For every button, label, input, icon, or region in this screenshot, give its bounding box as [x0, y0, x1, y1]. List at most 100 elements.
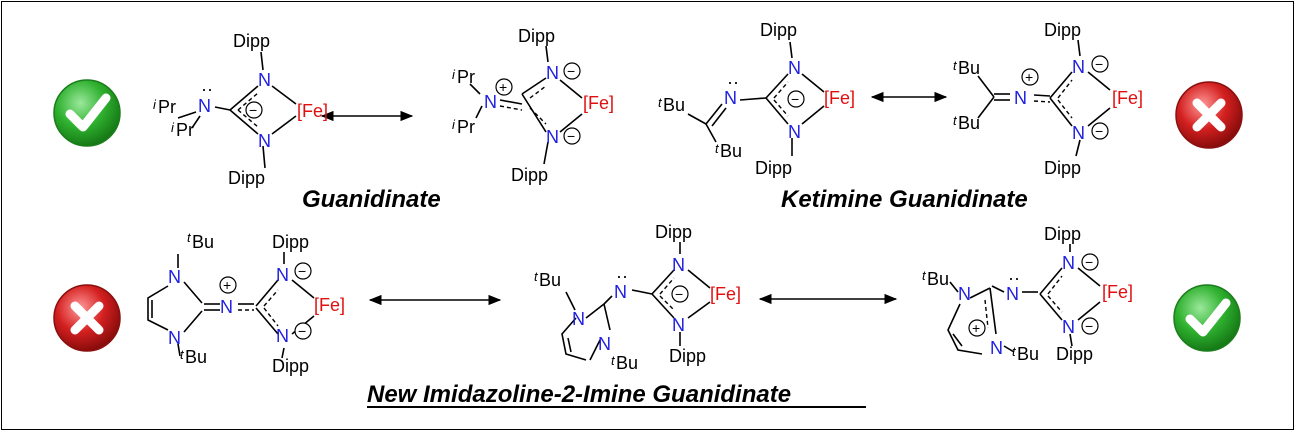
lone-pair: ·· [201, 79, 213, 99]
tert-prefix: t [180, 347, 185, 362]
positive-charge: + [972, 320, 980, 336]
nitrogen-atom: N [958, 284, 971, 304]
tert-prefix: t [187, 230, 192, 245]
cross-icon [1175, 81, 1243, 149]
dipp-label: Dipp [233, 31, 270, 51]
dipp-label: Dipp [511, 165, 548, 185]
iron-label: [Fe] [710, 284, 741, 304]
iron-label: [Fe] [297, 101, 328, 121]
negative-charge: − [1095, 123, 1103, 139]
nitrogen-atom: N [546, 63, 559, 83]
tert-prefix: t [922, 268, 927, 283]
dipp-label: Dipp [1056, 344, 1093, 364]
tert-prefix: t [953, 113, 958, 128]
positive-charge: + [223, 277, 231, 293]
iron-label: [Fe] [1112, 88, 1143, 108]
positive-charge: + [499, 79, 507, 95]
nitrogen-atom: N [990, 338, 1003, 358]
nitrogen-atom: N [168, 328, 181, 348]
dipp-label: Dipp [1044, 224, 1081, 244]
dipp-label: Dipp [272, 356, 309, 376]
nitrogen-atom: N [1006, 284, 1019, 304]
iso-prefix: i [452, 67, 456, 82]
negative-charge: − [1085, 318, 1093, 334]
nitrogen-atom: N [258, 131, 271, 151]
tert-prefix: t [953, 58, 958, 73]
ketimine-title: Ketimine Guanidinate [781, 186, 1028, 213]
nitrogen-atom: N [788, 58, 801, 78]
propyl-label: Pr [457, 117, 475, 137]
butyl-label: Bu [663, 95, 685, 115]
nitrogen-atom: N [614, 282, 627, 302]
nitrogen-atom: N [672, 315, 685, 335]
dipp-label: Dipp [1044, 20, 1081, 40]
imidazoline-title: New Imidazoline-2-Imine Guanidinate [367, 381, 791, 408]
negative-charge: − [298, 263, 306, 279]
nitrogen-atom: N [598, 334, 611, 354]
butyl-label: Bu [539, 270, 561, 290]
iron-label: [Fe] [314, 295, 345, 315]
negative-charge: − [1095, 56, 1103, 72]
negative-charge: − [567, 63, 575, 79]
butyl-label: Bu [720, 141, 742, 161]
propyl-label: Pr [457, 67, 475, 87]
butyl-label: Bu [1017, 344, 1039, 364]
tert-prefix: t [534, 269, 539, 284]
nitrogen-atom: N [484, 92, 497, 112]
iron-label: [Fe] [583, 93, 614, 113]
negative-charge: − [298, 323, 306, 339]
nitrogen-atom: N [168, 267, 181, 287]
propyl-label: Pr [158, 97, 176, 117]
nitrogen-atom: N [788, 122, 801, 142]
nitrogen-atom: N [276, 265, 289, 285]
iron-label: [Fe] [824, 88, 855, 108]
ketimine-structure-a: Dipp N N N ·· − [Fe] t Bu t Bu Dipp [658, 20, 855, 178]
dipp-label: Dipp [669, 346, 706, 366]
dipp-label: Dipp [1044, 158, 1081, 178]
nitrogen-atom: N [724, 88, 737, 108]
positive-charge: + [1025, 69, 1033, 85]
lone-pair: ·· [1008, 268, 1020, 288]
butyl-label: Bu [958, 58, 980, 78]
negative-charge: − [249, 102, 257, 118]
guanidinate-structure-b: Dipp N − N − N + [Fe] i Pr i Pr Dipp [452, 26, 614, 185]
nitrogen-atom: N [1014, 88, 1027, 108]
dipp-label: Dipp [518, 26, 555, 46]
lone-pair: ·· [616, 266, 628, 286]
guanidinate-title: Guanidinate [302, 186, 441, 213]
lone-pair: ·· [727, 72, 739, 92]
nitrogen-atom: N [1062, 253, 1075, 273]
nitrogen-atom: N [1072, 123, 1085, 143]
nitrogen-atom: N [220, 297, 233, 317]
iron-label: [Fe] [1102, 282, 1133, 302]
tert-prefix: t [611, 353, 616, 368]
nitrogen-atom: N [572, 309, 585, 329]
ketimine-structure-b: Dipp N − N − N + [Fe] t Bu t Bu Dipp [953, 20, 1143, 178]
dipp-label: Dipp [655, 222, 692, 242]
iso-prefix: i [171, 120, 175, 135]
nitrogen-atom: N [1072, 57, 1085, 77]
tert-prefix: t [715, 141, 720, 156]
check-icon [53, 79, 121, 147]
dipp-label: Dipp [760, 20, 797, 40]
negative-charge: − [791, 91, 799, 107]
imidazoline-structure-c: N N + N ·· N − N − [Fe] t Bu t Bu Dipp D… [922, 224, 1133, 364]
butyl-label: Bu [958, 113, 980, 133]
dipp-label: Dipp [272, 232, 309, 252]
iso-prefix: i [452, 117, 456, 132]
tert-prefix: t [658, 95, 663, 110]
butyl-label: Bu [192, 232, 214, 252]
guanidinate-structure-a: Dipp N N N ·· [Fe] − i Pr i Pr Dipp [153, 31, 328, 188]
tert-prefix: t [1012, 344, 1017, 359]
negative-charge: − [567, 128, 575, 144]
nitrogen-atom: N [1062, 317, 1075, 337]
butyl-label: Bu [927, 269, 949, 289]
nitrogen-atom: N [198, 96, 211, 116]
cross-icon [53, 284, 121, 352]
dipp-label: Dipp [228, 168, 265, 188]
check-icon [1173, 284, 1241, 352]
negative-charge: − [1085, 254, 1093, 270]
butyl-label: Bu [185, 347, 207, 367]
